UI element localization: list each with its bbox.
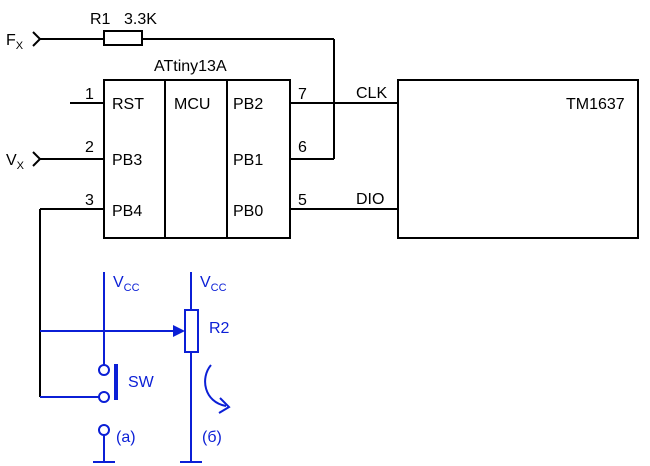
potentiometer-r2-body [184, 309, 199, 353]
pin-pb4-name: PB4 [112, 203, 142, 220]
rotation-arrow-head [218, 397, 231, 414]
r1-value-label: 3.3K [124, 11, 157, 28]
vcc-label-b: VCC [200, 274, 227, 294]
pin-7-number: 7 [298, 86, 307, 103]
option-b-tag: (б) [202, 429, 222, 446]
vx-input-arrow [32, 151, 42, 167]
pin-rst-name: RST [112, 96, 144, 113]
vcc-label-a: VCC [113, 274, 140, 294]
rotation-arrow-icon [204, 364, 227, 407]
resistor-r1-body [103, 30, 143, 46]
r2-label: R2 [209, 320, 230, 337]
mcu-core-label: MCU [174, 96, 210, 113]
wiper-arrow-head [173, 325, 185, 337]
fx-label: FX [6, 32, 24, 52]
pin-5-number: 5 [298, 192, 307, 209]
labels: R1 3.3K FX VX ATtiny13A MCU 1 RST 2 PB3 … [6, 11, 625, 446]
blue-wiring [40, 272, 231, 463]
pin-3-number: 3 [85, 192, 94, 209]
black-wiring [32, 30, 639, 397]
fx-input-arrow [32, 31, 42, 47]
pin-pb2-name: PB2 [233, 96, 263, 113]
sw-label: SW [128, 374, 155, 391]
ground-contact-a [98, 424, 110, 436]
switch-contact-bottom [98, 391, 110, 403]
switch-contact-top [98, 364, 110, 376]
pin-2-number: 2 [85, 139, 94, 156]
option-a-tag: (a) [116, 429, 136, 446]
r1-ref-label: R1 [90, 11, 111, 28]
dio-label: DIO [356, 191, 384, 208]
vx-label: VX [6, 152, 25, 172]
pin-pb1-name: PB1 [233, 152, 263, 169]
tm1637-chip-body [397, 79, 639, 239]
tm1637-part-label: TM1637 [566, 96, 625, 113]
pin-1-number: 1 [85, 86, 94, 103]
pin-pb0-name: PB0 [233, 203, 263, 220]
clk-label: CLK [356, 85, 387, 102]
pin-6-number: 6 [298, 139, 307, 156]
pin-pb3-name: PB3 [112, 152, 142, 169]
mcu-part-label: ATtiny13A [154, 58, 227, 75]
